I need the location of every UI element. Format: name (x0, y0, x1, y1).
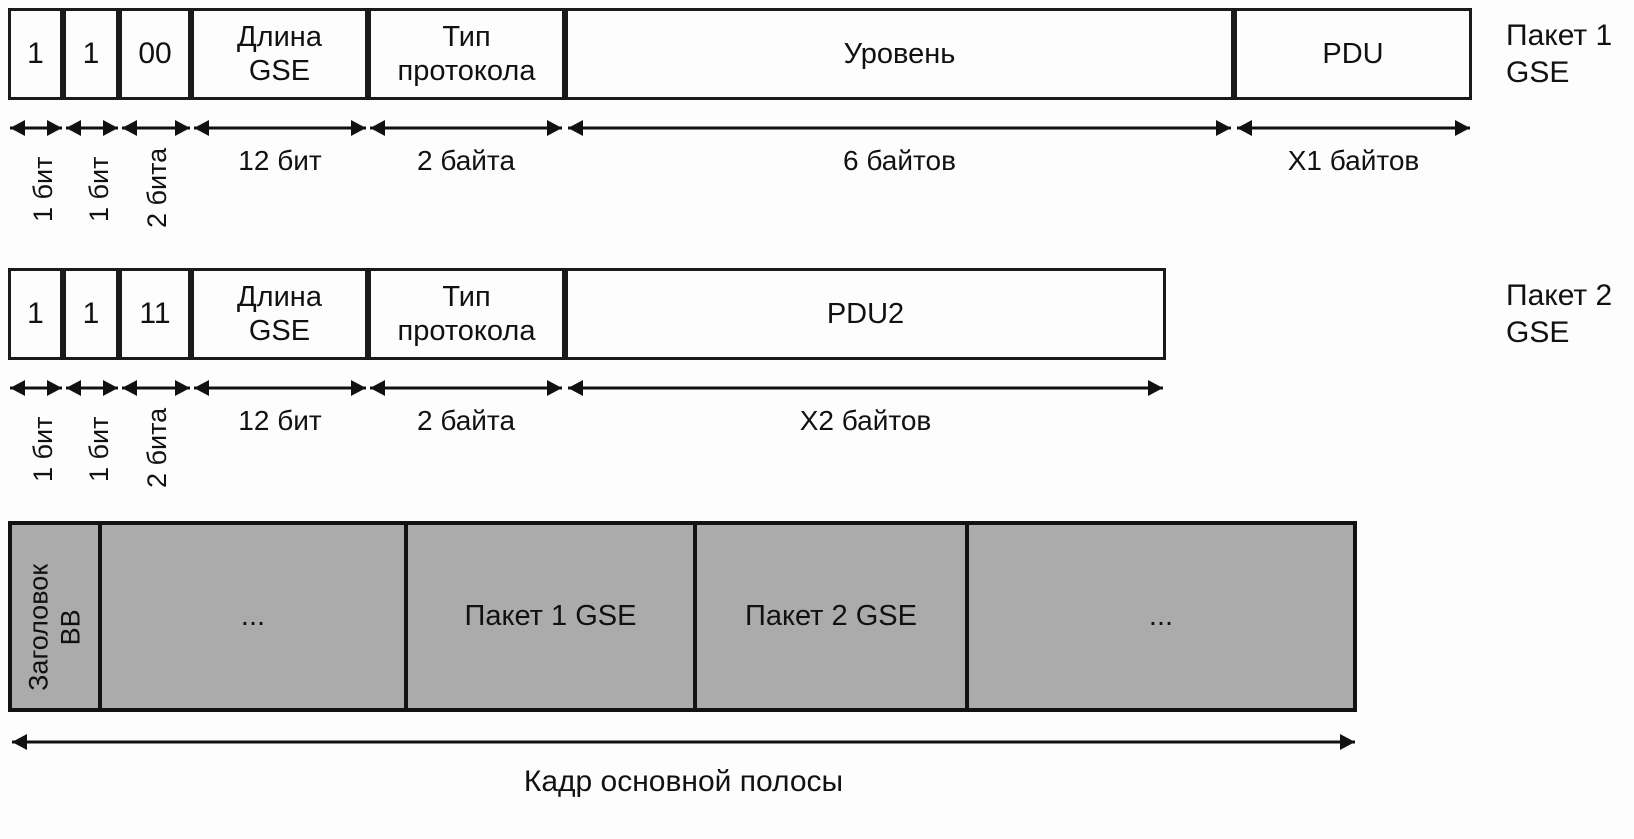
arrow-left-icon (66, 380, 81, 396)
packet2-dim-label-2: 2 бита (142, 407, 172, 488)
arrow-left-icon (66, 120, 81, 136)
arrow-right-icon (547, 120, 562, 136)
arrow-left-icon (12, 734, 27, 750)
baseband-divider-3 (965, 525, 969, 708)
arrow-left-icon (10, 380, 25, 396)
baseband-cell-3: ... (1148, 600, 1174, 632)
packet1-dim-label-2: 2 бита (142, 147, 172, 228)
arrow-left-icon (194, 120, 209, 136)
baseband-frame: Заголовок BB ... Пакет 1 GSE Пакет 2 GSE… (8, 521, 1357, 712)
baseband-header-label: Заголовок BB (23, 563, 86, 691)
dim-line (66, 126, 118, 130)
packet2-dim-label-3: 12 бит (238, 405, 322, 436)
baseband-cell-2: Пакет 2 GSE (745, 600, 917, 632)
arrow-left-icon (122, 380, 137, 396)
arrow-right-icon (103, 380, 118, 396)
baseband-cell-1: Пакет 1 GSE (464, 600, 637, 632)
packet1-dim-label-6: X1 байтов (1287, 145, 1420, 176)
packet2-field-5: PDU2 (565, 268, 1166, 360)
arrow-left-icon (370, 380, 385, 396)
dim-line (1237, 126, 1470, 130)
packet2-field-3: Длина GSE (191, 268, 368, 360)
packet1-dim-label-1: 1 бит (84, 156, 114, 222)
packet2-group: 1 1 11 Длина GSE Тип протокола PDU2 (0, 260, 1634, 500)
dim-line (370, 386, 562, 390)
arrow-left-icon (194, 380, 209, 396)
arrow-right-icon (47, 380, 62, 396)
baseband-divider-2 (693, 525, 697, 708)
arrow-right-icon (47, 120, 62, 136)
packet2-field-4: Тип протокола (368, 268, 565, 360)
arrow-left-icon (568, 120, 583, 136)
arrow-left-icon (568, 380, 583, 396)
packet1-field-1: 1 (63, 8, 119, 100)
dim-line (10, 386, 62, 390)
packet1-field-6: PDU (1234, 8, 1472, 100)
dim-line (370, 126, 562, 130)
packet2-dim-label-4: 2 байта (416, 405, 516, 436)
packet2-field-2: 11 (119, 268, 191, 360)
baseband-divider-1 (404, 525, 408, 708)
packet1-dim-label-3: 12 бит (238, 145, 322, 176)
baseband-caption: Кадр основной полосы (523, 765, 844, 798)
dim-line (10, 126, 62, 130)
arrow-right-icon (351, 380, 366, 396)
dim-line (122, 126, 190, 130)
arrow-right-icon (1216, 120, 1231, 136)
baseband-divider-0 (98, 525, 102, 708)
packet1-group: 1 1 00 Длина GSE Тип протокола Уровень P… (0, 0, 1634, 230)
packet2-side-label: Пакет 2 GSE (1506, 279, 1613, 349)
packet1-field-2: 00 (119, 8, 191, 100)
packet2-dim-label-5: X2 байтов (799, 405, 932, 436)
packet1-dim-label-4: 2 байта (416, 145, 516, 176)
baseband-header-cell: Заголовок BB (12, 525, 98, 708)
arrow-left-icon (1237, 120, 1252, 136)
dim-line (568, 126, 1231, 130)
packet1-field-5: Уровень (565, 8, 1234, 100)
packet2-field-1: 1 (63, 268, 119, 360)
dim-line (66, 386, 118, 390)
dim-line (12, 740, 1355, 744)
arrow-right-icon (547, 380, 562, 396)
packet2-dim-label-1: 1 бит (84, 416, 114, 482)
dim-line (568, 386, 1163, 390)
arrow-left-icon (10, 120, 25, 136)
baseband-cell-0: ... (240, 600, 266, 632)
packet1-dim-label-5: 6 байтов (843, 145, 956, 176)
arrow-left-icon (370, 120, 385, 136)
arrow-right-icon (175, 120, 190, 136)
packet1-side-label: Пакет 1 GSE (1506, 19, 1613, 89)
packet2-dim-label-0: 1 бит (28, 416, 58, 482)
packet1-field-0: 1 (8, 8, 63, 100)
arrow-right-icon (103, 120, 118, 136)
dim-line (122, 386, 190, 390)
packet1-dim-label-0: 1 бит (28, 156, 58, 222)
arrow-right-icon (1340, 734, 1355, 750)
packet2-field-0: 1 (8, 268, 63, 360)
arrow-right-icon (175, 380, 190, 396)
packet1-field-3: Длина GSE (191, 8, 368, 100)
arrow-right-icon (1455, 120, 1470, 136)
arrow-right-icon (351, 120, 366, 136)
packet1-field-4: Тип протокола (368, 8, 565, 100)
dim-line (194, 126, 366, 130)
arrow-left-icon (122, 120, 137, 136)
arrow-right-icon (1148, 380, 1163, 396)
dim-line (194, 386, 366, 390)
